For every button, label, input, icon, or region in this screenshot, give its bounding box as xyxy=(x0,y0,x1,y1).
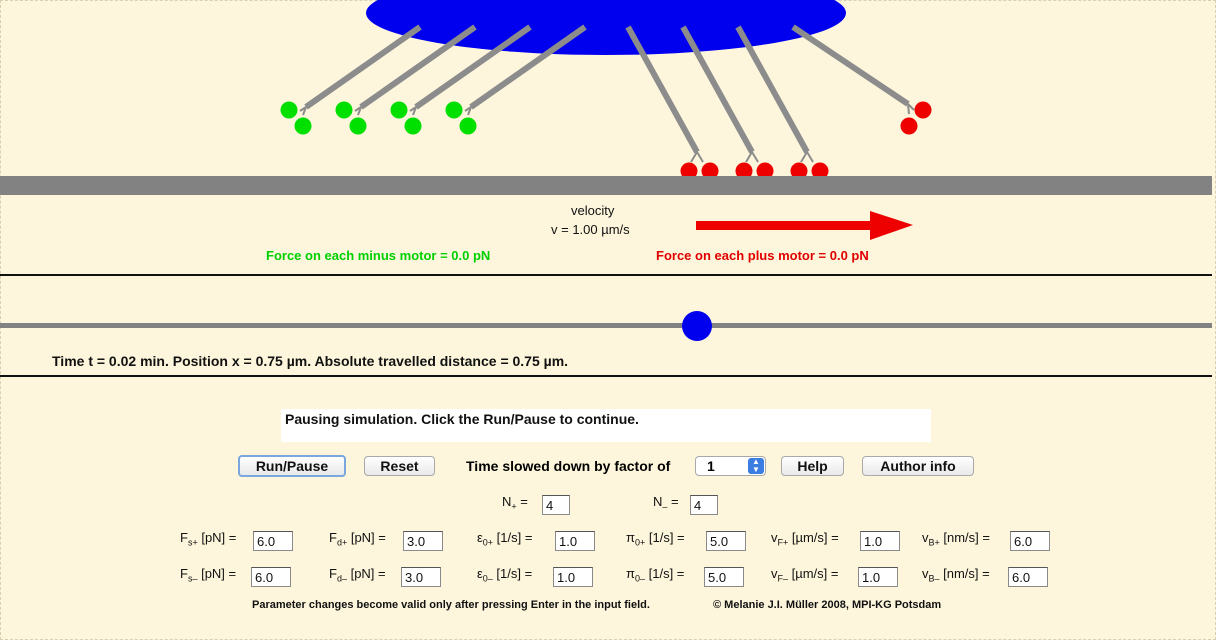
minus-motor-stalk xyxy=(469,24,587,110)
velocity-value: v = 1.00 µm/s xyxy=(551,222,630,237)
motors xyxy=(280,24,932,180)
minus-motor-head xyxy=(294,117,312,135)
fs-minus-label: Fs– [pN] = xyxy=(180,566,237,584)
n-minus-label: N– = xyxy=(653,494,679,512)
footer-note: Parameter changes become valid only afte… xyxy=(252,599,650,611)
pi-minus-input[interactable] xyxy=(704,567,744,587)
fd-plus-label: Fd+ [pN] = xyxy=(329,530,386,548)
vf-minus-label: vF– [µm/s] = xyxy=(771,566,839,584)
eps-minus-input[interactable] xyxy=(553,567,593,587)
pi-plus-input[interactable] xyxy=(706,531,746,551)
fd-minus-input[interactable] xyxy=(401,567,441,587)
eps-minus-label: ε0– [1/s] = xyxy=(477,566,533,584)
fs-plus-input[interactable] xyxy=(253,531,293,551)
velocity-arrow xyxy=(696,211,913,240)
minus-motor-neck xyxy=(299,106,307,116)
eps-plus-input[interactable] xyxy=(555,531,595,551)
n-plus-input[interactable] xyxy=(542,495,570,515)
fd-plus-input[interactable] xyxy=(403,531,443,551)
footer-copyright: © Melanie J.I. Müller 2008, MPI-KG Potsd… xyxy=(713,599,942,611)
vb-minus-input[interactable] xyxy=(1008,567,1048,587)
cargo-position-marker xyxy=(682,311,712,341)
minus-force-label: Force on each minus motor = 0.0 pN xyxy=(266,248,491,263)
plus-motor-head xyxy=(756,162,774,180)
vf-plus-label: vF+ [µm/s] = xyxy=(771,530,839,548)
plus-motor-head xyxy=(680,162,698,180)
n-plus-label: N+ = xyxy=(502,494,528,512)
fs-minus-input[interactable] xyxy=(251,567,291,587)
chevron-updown-icon: ▲▼ xyxy=(748,458,764,474)
minus-motor-neck xyxy=(409,106,417,116)
vb-plus-input[interactable] xyxy=(1010,531,1050,551)
slowdown-value: 1 xyxy=(707,458,715,474)
vb-plus-label: vB+ [nm/s] = xyxy=(922,530,990,548)
minus-motor-head xyxy=(349,117,367,135)
run-pause-button[interactable]: Run/Pause xyxy=(238,455,346,477)
status-message: Pausing simulation. Click the Run/Pause … xyxy=(281,409,931,442)
motor-animation xyxy=(0,0,1212,240)
position-track xyxy=(0,323,1212,328)
minus-motor-head xyxy=(335,101,353,119)
fs-plus-label: Fs+ [pN] = xyxy=(180,530,237,548)
minus-motor-head xyxy=(404,117,422,135)
plus-motor-neck xyxy=(800,151,814,163)
minus-motor-neck xyxy=(464,106,472,116)
plus-motor-neck xyxy=(690,151,704,163)
plus-motor-head xyxy=(914,101,932,119)
minus-motor-neck xyxy=(354,106,362,116)
pi-minus-label: π0– [1/s] = xyxy=(626,566,685,584)
plus-motor-head xyxy=(900,117,918,135)
eps-plus-label: ε0+ [1/s] = xyxy=(477,530,533,548)
plus-motor-stalk xyxy=(680,25,755,154)
position-strip xyxy=(0,311,1212,341)
pi-plus-label: π0+ [1/s] = xyxy=(626,530,685,548)
plus-motor-head xyxy=(790,162,808,180)
plus-motor-head xyxy=(811,162,829,180)
minus-motor-stalk xyxy=(414,24,532,110)
plus-motor-stalk xyxy=(735,25,810,154)
divider-top xyxy=(0,274,1212,276)
n-minus-input[interactable] xyxy=(690,495,718,515)
slowdown-label: Time slowed down by factor of xyxy=(466,458,671,474)
minus-motor-stalk xyxy=(359,24,477,110)
minus-motor-head xyxy=(445,101,463,119)
plus-motor-stalk xyxy=(625,25,700,154)
minus-motor-head xyxy=(459,117,477,135)
plus-force-label: Force on each plus motor = 0.0 pN xyxy=(656,248,869,263)
divider-bottom xyxy=(0,375,1212,377)
microtubule-track xyxy=(0,176,1212,195)
plus-motor-head xyxy=(701,162,719,180)
fd-minus-label: Fd– [pN] = xyxy=(329,566,386,584)
reset-button[interactable]: Reset xyxy=(364,456,435,476)
velocity-label: velocity xyxy=(571,203,615,218)
time-readout: Time t = 0.02 min. Position x = 0.75 µm.… xyxy=(52,353,569,369)
cargo xyxy=(366,0,846,55)
help-button[interactable]: Help xyxy=(781,456,844,476)
minus-motor-head xyxy=(390,101,408,119)
vb-minus-label: vB– [nm/s] = xyxy=(922,566,990,584)
vf-plus-input[interactable] xyxy=(860,531,900,551)
plus-motor-stalk xyxy=(791,24,910,107)
author-info-button[interactable]: Author info xyxy=(862,456,974,476)
slowdown-select[interactable]: 1 ▲▼ xyxy=(695,456,766,476)
plus-motor-neck xyxy=(907,103,915,115)
minus-motor-head xyxy=(280,101,298,119)
plus-motor-neck xyxy=(745,151,759,163)
plus-motor-head xyxy=(735,162,753,180)
vf-minus-input[interactable] xyxy=(858,567,898,587)
minus-motor-stalk xyxy=(304,24,422,110)
